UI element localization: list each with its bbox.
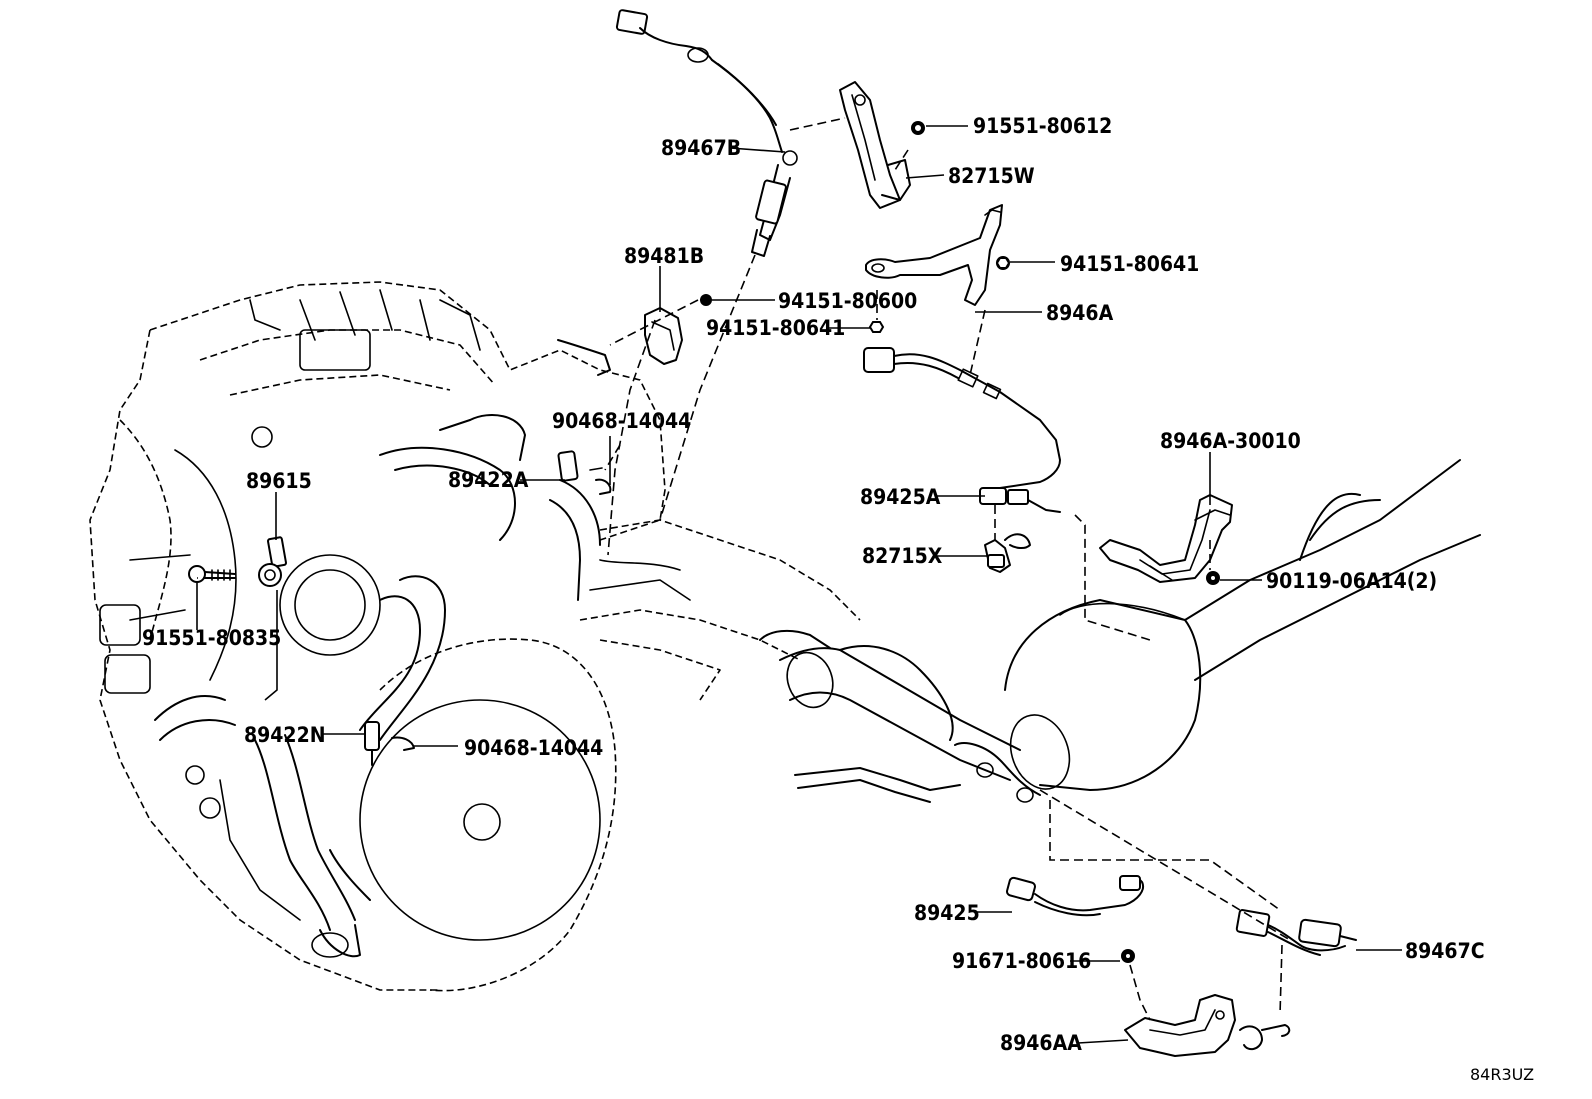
label-91551-80835: 91551-80835 bbox=[142, 626, 281, 650]
callout-labels: 89467B 91551-80612 82715W 89481B 94151-8… bbox=[142, 114, 1534, 1084]
illustration-code: 84R3UZ bbox=[1470, 1065, 1534, 1084]
sensor-89467B bbox=[615, 9, 798, 257]
label-8946A: 8946A bbox=[1046, 301, 1114, 325]
label-89467B: 89467B bbox=[661, 136, 741, 160]
sensor-89425 bbox=[1006, 875, 1144, 917]
clamp-82715X bbox=[984, 533, 1031, 573]
exhaust-system bbox=[759, 459, 1481, 803]
label-90468-14044-upper: 90468-14044 bbox=[552, 409, 691, 433]
sensor-89467C bbox=[1235, 909, 1357, 956]
bracket-8946A-30010 bbox=[1099, 494, 1233, 585]
label-82715X: 82715X bbox=[862, 544, 943, 568]
label-91551-80612: 91551-80612 bbox=[973, 114, 1112, 138]
label-89425A: 89425A bbox=[860, 485, 941, 509]
label-91671-80616: 91671-80616 bbox=[952, 949, 1091, 973]
label-89467C: 89467C bbox=[1405, 939, 1485, 963]
engine-assembly bbox=[89, 281, 861, 992]
sensor-89615 bbox=[188, 536, 288, 587]
bracket-8946A bbox=[865, 204, 1011, 333]
label-89425: 89425 bbox=[914, 901, 980, 925]
label-8946AA: 8946AA bbox=[1000, 1031, 1082, 1055]
label-89422N: 89422N bbox=[244, 723, 326, 747]
sensor-89425A bbox=[863, 347, 1061, 513]
label-8946A-30010: 8946A-30010 bbox=[1160, 429, 1301, 453]
label-94151-80600: 94151-80600 bbox=[778, 289, 917, 313]
label-90468-14044-lower: 90468-14044 bbox=[464, 736, 603, 760]
sensor-89422N bbox=[364, 721, 415, 766]
sensor-89422A bbox=[557, 450, 612, 495]
assembly-lines bbox=[197, 117, 1291, 1021]
label-89615: 89615 bbox=[246, 469, 312, 493]
label-90119-06A14: 90119-06A14(2) bbox=[1266, 569, 1437, 593]
leader-lines bbox=[196, 125, 1402, 1044]
bracket-82715W bbox=[839, 81, 925, 209]
label-94151-80641-lower: 94151-80641 bbox=[706, 316, 845, 340]
label-82715W: 82715W bbox=[948, 164, 1035, 188]
label-89422A: 89422A bbox=[448, 468, 529, 492]
bracket-8946AA bbox=[1121, 949, 1291, 1057]
label-89481B: 89481B bbox=[624, 244, 704, 268]
sensor-89481B bbox=[557, 294, 712, 376]
label-94151-80641-upper: 94151-80641 bbox=[1060, 252, 1199, 276]
